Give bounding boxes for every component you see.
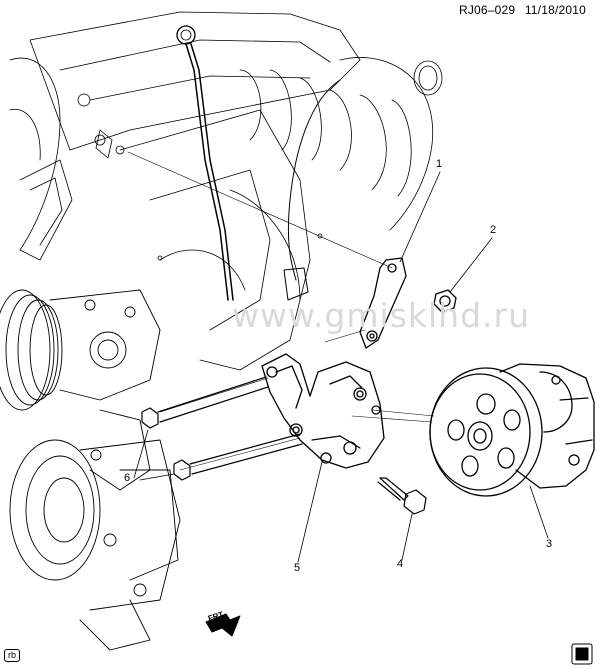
callout-4: 4 xyxy=(397,558,404,570)
callout-5: 5 xyxy=(294,562,301,574)
part-2-nut xyxy=(433,289,457,313)
drawing-date: 11/18/2010 xyxy=(524,3,586,17)
part-1-brace xyxy=(359,257,407,349)
engine-block xyxy=(9,11,443,371)
callout-leaders xyxy=(133,171,549,563)
leader-3 xyxy=(529,485,549,539)
callout-6: 6 xyxy=(124,472,131,484)
drawing-header: RJ06–029 11/18/2010 xyxy=(453,3,586,17)
alignment-lines xyxy=(127,151,435,471)
manual-icon xyxy=(571,643,593,665)
leader-6b xyxy=(139,473,175,481)
part-3-power-steering-pump xyxy=(429,363,595,497)
callout-1: 1 xyxy=(436,158,443,170)
leader-1 xyxy=(399,171,441,263)
watermark: www.gmisklhd.ru xyxy=(232,296,530,335)
left-accessories xyxy=(0,289,181,651)
part-5-bracket xyxy=(261,353,385,469)
leader-6a xyxy=(133,429,149,479)
leader-2 xyxy=(449,237,493,293)
leader-5 xyxy=(297,461,323,563)
drawing-id: RJ06–029 xyxy=(458,3,516,17)
callout-3: 3 xyxy=(546,538,553,550)
callout-2: 2 xyxy=(490,224,497,236)
front-arrow-icon xyxy=(205,613,241,637)
part-4-bolt xyxy=(377,477,427,515)
corner-tag: rb xyxy=(4,649,21,662)
leader-4 xyxy=(401,513,413,561)
